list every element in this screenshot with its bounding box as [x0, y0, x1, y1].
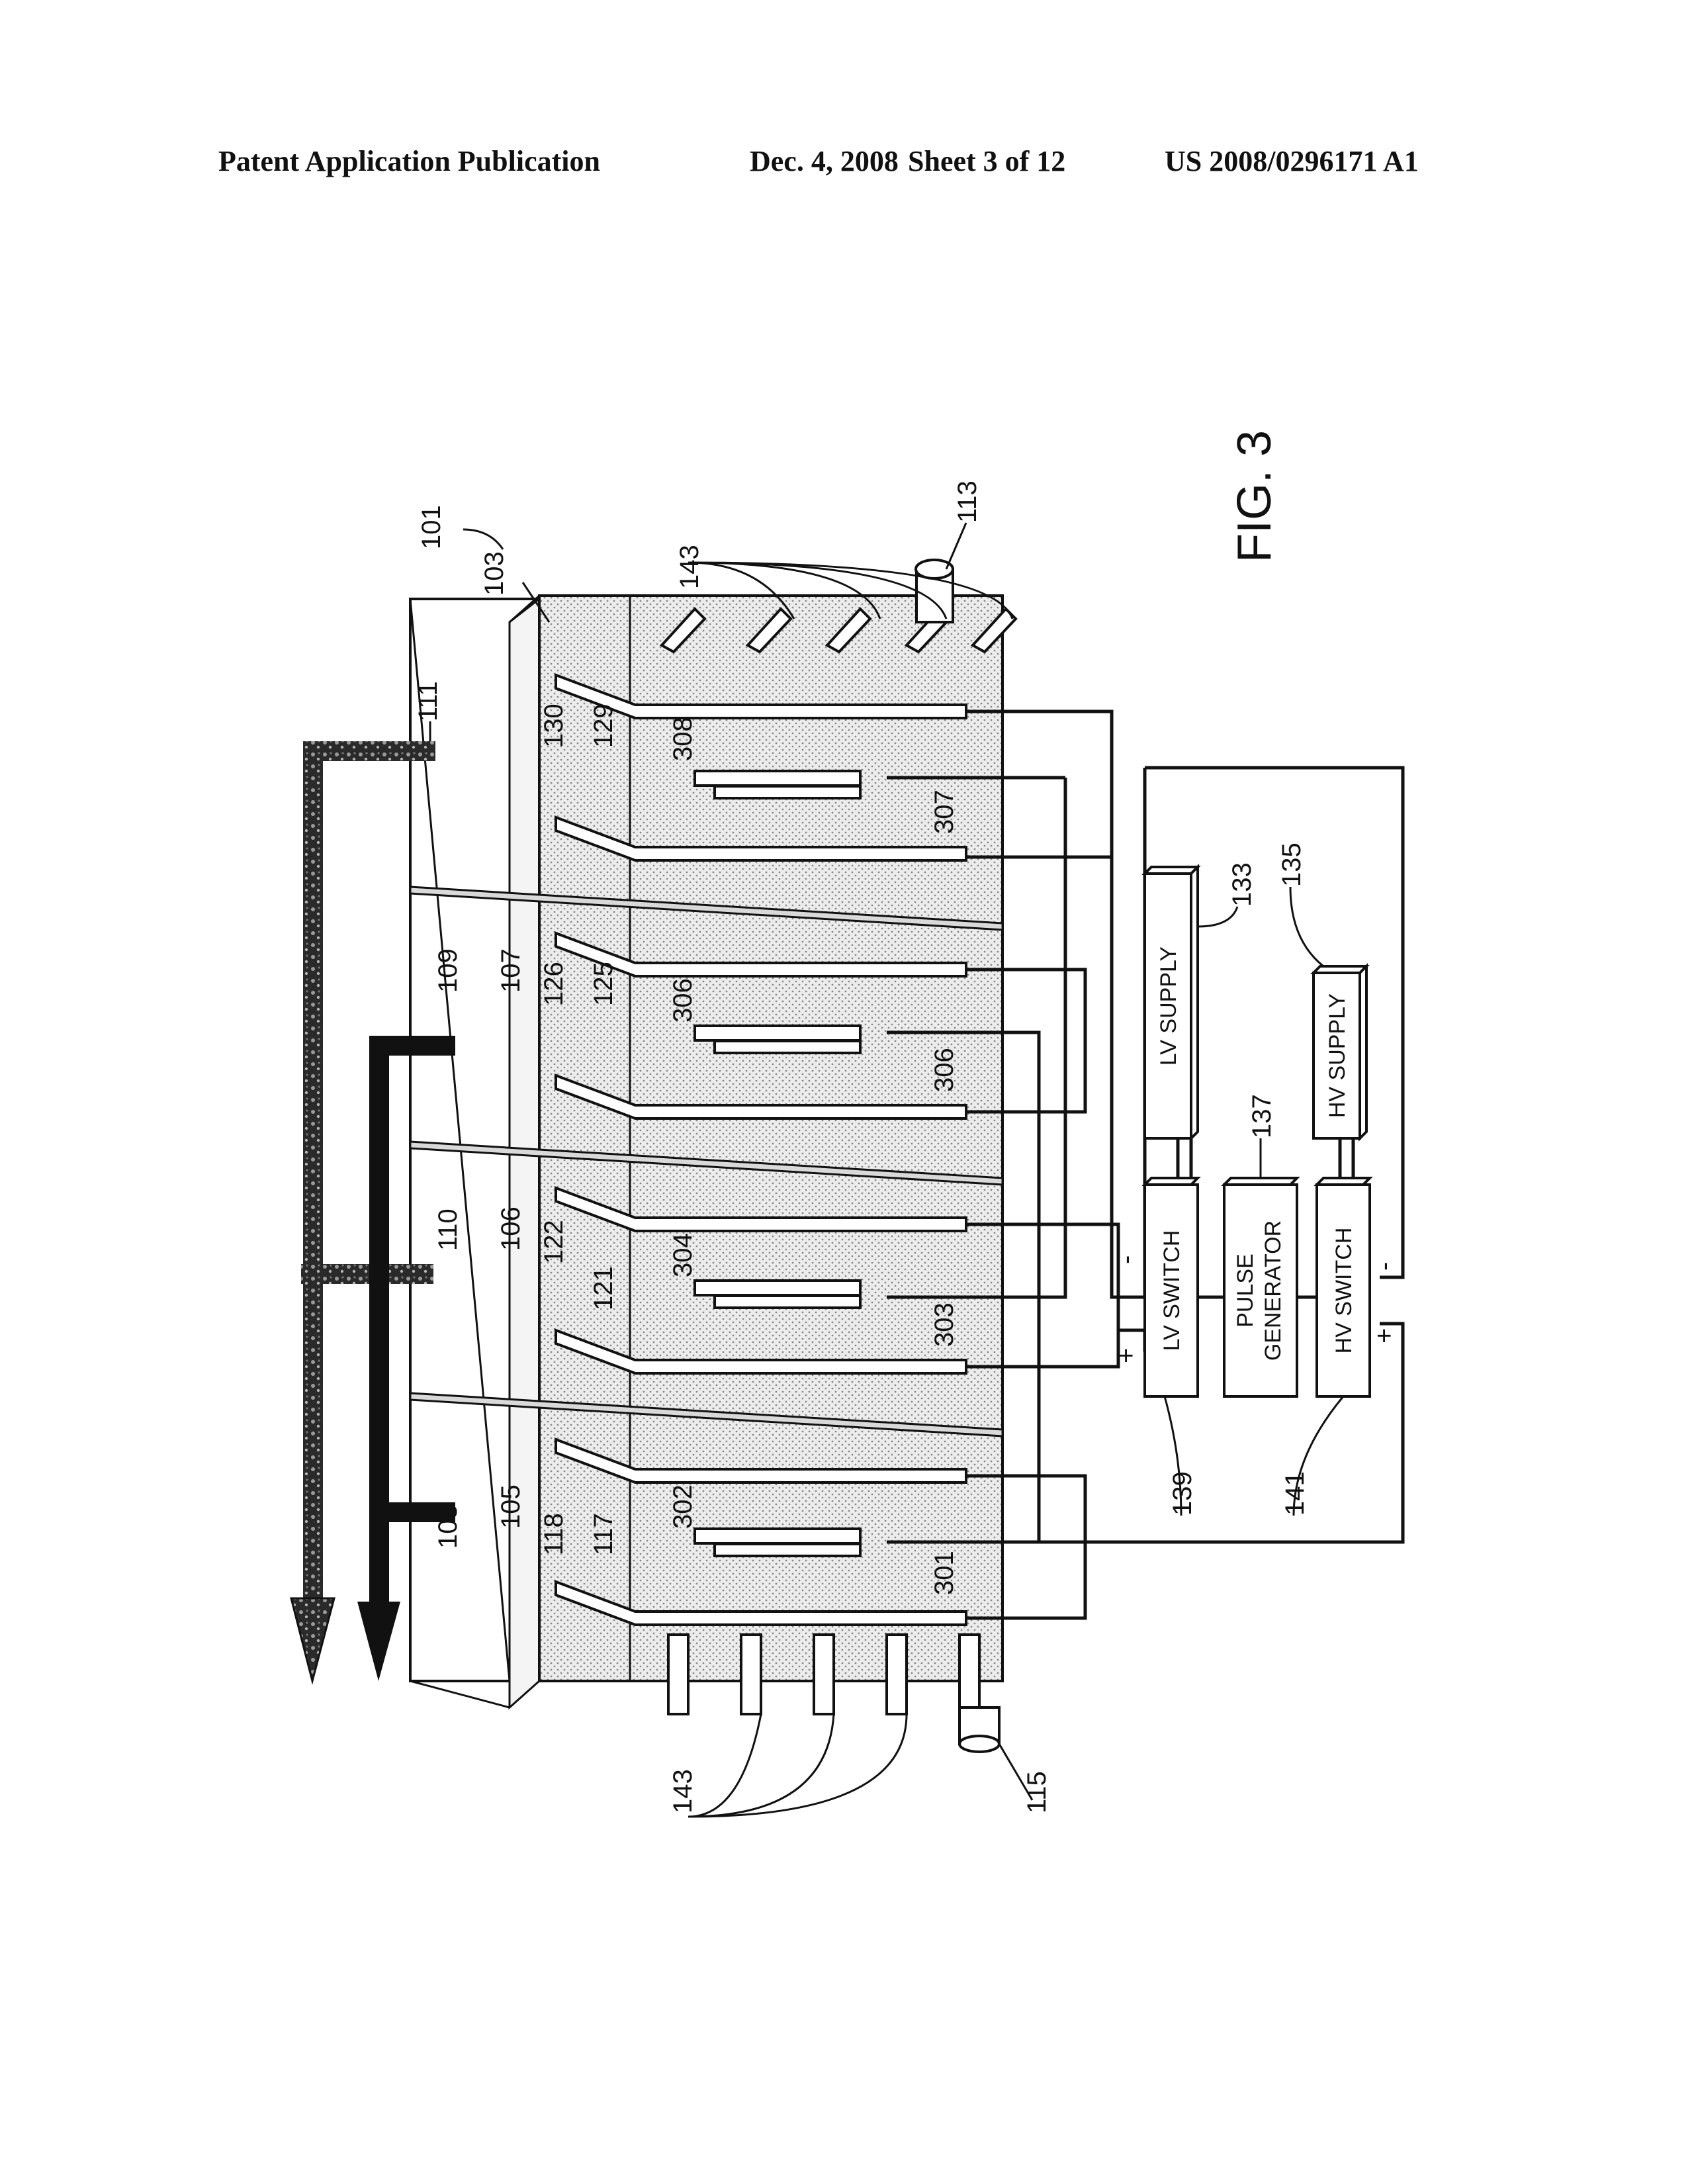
ref-130: 130	[539, 704, 568, 748]
ref-303: 303	[930, 1302, 959, 1347]
ref-306-a: 306	[668, 978, 697, 1023]
ref-301: 301	[930, 1551, 959, 1595]
ref-137: 137	[1247, 1094, 1276, 1138]
ref-105: 105	[496, 1484, 525, 1529]
ref-103: 103	[480, 551, 509, 596]
hv-minus-sign: -	[1370, 1262, 1399, 1271]
ref-111: 111	[414, 681, 443, 721]
ref-307: 307	[930, 790, 959, 834]
inlet-pipe-113	[916, 560, 953, 622]
pulse-generator-label-2: GENERATOR	[1261, 1220, 1286, 1361]
ref-106: 106	[496, 1206, 525, 1251]
ref-302: 302	[668, 1484, 697, 1529]
hv-plus-sign: +	[1370, 1328, 1399, 1343]
ref-143-top: 143	[675, 545, 704, 589]
ref-139: 139	[1168, 1471, 1197, 1516]
ref-308: 308	[668, 717, 697, 761]
ref-118: 118	[539, 1513, 568, 1555]
hv-switch-label: HV SWITCH	[1331, 1228, 1357, 1354]
figure-title: FIG. 3	[1228, 430, 1281, 563]
ref-133: 133	[1227, 862, 1257, 907]
ref-107: 107	[496, 948, 525, 993]
ref-122: 122	[539, 1220, 568, 1264]
ref-110: 110	[433, 1208, 463, 1251]
ref-108: 108	[433, 1504, 463, 1549]
ref-306-b: 306	[930, 1048, 959, 1092]
outlet-pipe-115	[959, 1707, 999, 1752]
ref-129: 129	[589, 704, 618, 748]
ref-126: 126	[539, 962, 568, 1006]
ref-143-bottom: 143	[668, 1769, 697, 1813]
ref-117: 117	[589, 1513, 618, 1555]
ref-121: 121	[589, 1266, 618, 1310]
ref-304: 304	[668, 1233, 697, 1277]
lv-minus-sign: -	[1112, 1255, 1141, 1264]
pulse-generator-label-1: PULSE	[1233, 1253, 1258, 1328]
ref-125: 125	[589, 962, 618, 1006]
lv-supply-label: LV SUPPLY	[1156, 946, 1181, 1066]
lv-plus-sign: +	[1112, 1348, 1141, 1363]
lv-switch-label: LV SWITCH	[1159, 1230, 1184, 1351]
hv-supply-label: HV SUPPLY	[1325, 993, 1350, 1118]
ref-135: 135	[1277, 842, 1306, 887]
ref-109: 109	[433, 948, 463, 993]
ref-101: 101	[417, 505, 446, 549]
ref-113: 113	[953, 480, 982, 523]
